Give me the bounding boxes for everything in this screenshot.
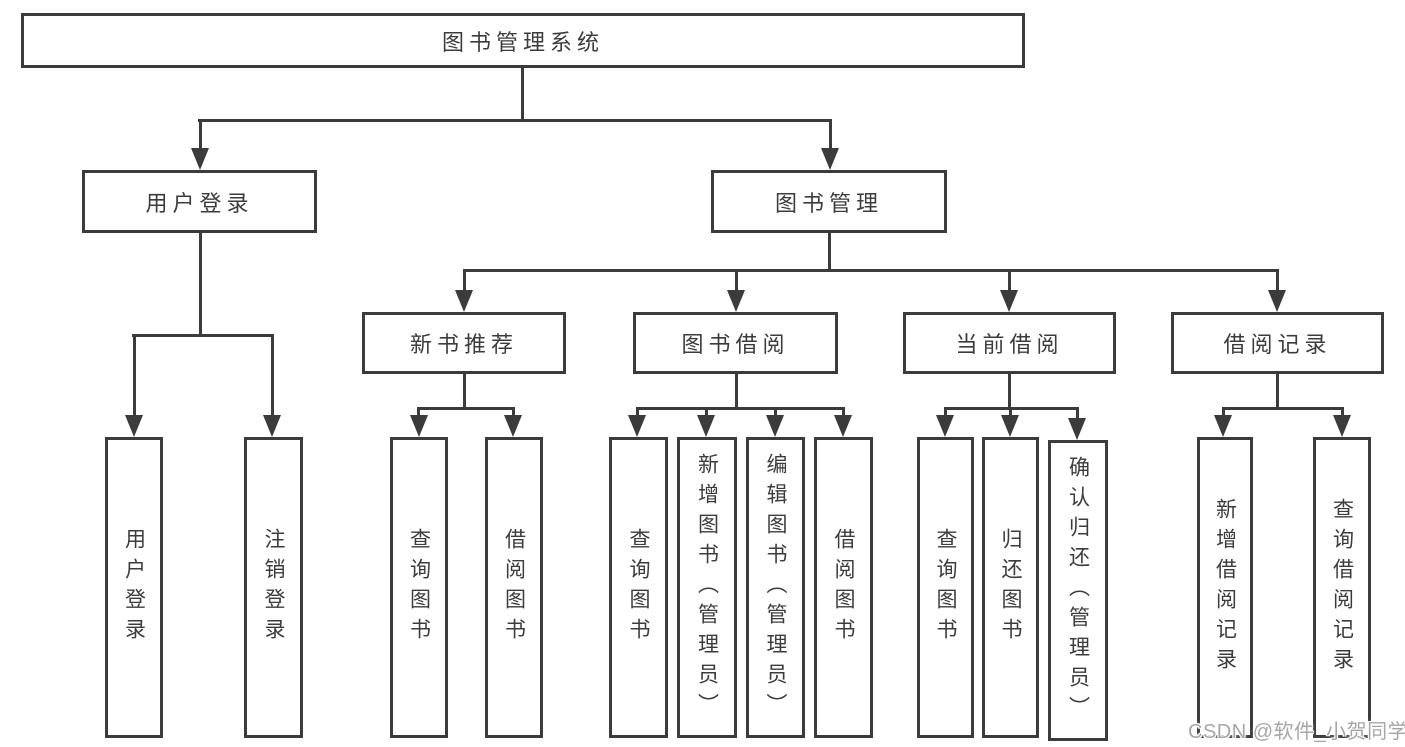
arrowhead-to-borrow-records-icon bbox=[1268, 290, 1286, 312]
connector-book-borrow-drop-2 bbox=[705, 407, 708, 418]
leaf-nb-query-books-label: 查询图书 bbox=[407, 527, 431, 648]
node-user-login-label: 用户登录 bbox=[145, 190, 254, 216]
arrowhead-br-leaf2-icon bbox=[1333, 415, 1351, 437]
leaf-nb-borrow-books: 借阅图书 bbox=[485, 437, 543, 738]
node-new-book-recommend-label: 新书推荐 bbox=[409, 332, 518, 357]
node-book-management: 图书管理 bbox=[711, 170, 947, 233]
node-book-borrow: 图书借阅 bbox=[633, 312, 838, 374]
node-current-borrow-label: 当前借阅 bbox=[955, 332, 1064, 357]
connector-new-book-horizontal bbox=[417, 407, 515, 410]
connector-book-borrow-stem bbox=[735, 374, 738, 409]
leaf-nb-borrow-books-label: 借阅图书 bbox=[502, 527, 526, 648]
leaf-br-add-record-label: 新增借阅记录 bbox=[1213, 497, 1237, 678]
arrowhead-to-leaf-logout-icon bbox=[263, 415, 281, 437]
connector-drop-book-borrow bbox=[735, 269, 738, 293]
connector-book-borrow-drop-1 bbox=[636, 407, 639, 418]
connector-current-borrow-drop-2 bbox=[1009, 407, 1012, 418]
connector-current-borrow-drop-1 bbox=[944, 407, 947, 418]
connector-drop-leaf-user-login bbox=[133, 334, 136, 418]
connector-user-login-horizontal bbox=[132, 334, 273, 337]
arrowhead-to-leaf-user-login-icon bbox=[125, 415, 143, 437]
node-root: 图书管理系统 bbox=[21, 13, 1025, 68]
leaf-nb-query-books: 查询图书 bbox=[390, 437, 448, 738]
arrowhead-bb-leaf1-icon bbox=[628, 415, 646, 437]
node-root-label: 图书管理系统 bbox=[441, 29, 604, 55]
arrowhead-to-user-login-icon bbox=[191, 148, 209, 170]
node-book-borrow-label: 图书借阅 bbox=[681, 332, 790, 357]
node-current-borrow: 当前借阅 bbox=[903, 312, 1116, 374]
leaf-cb-query-books: 查询图书 bbox=[917, 437, 974, 738]
leaf-cb-confirm-return-admin-label: 确认归还（管理员） bbox=[1066, 455, 1090, 726]
arrowhead-cb-leaf1-icon bbox=[936, 415, 954, 437]
leaf-bb-query-books: 查询图书 bbox=[609, 437, 668, 738]
leaf-bb-query-books-label: 查询图书 bbox=[627, 527, 651, 648]
connector-book-borrow-drop-4 bbox=[842, 407, 845, 418]
leaf-bb-borrow-books-label: 借阅图书 bbox=[832, 527, 856, 648]
leaf-bb-edit-books-admin-label: 编辑图书（管理员） bbox=[764, 452, 788, 723]
connector-current-borrow-stem bbox=[1008, 374, 1011, 409]
connector-drop-user-login bbox=[199, 119, 202, 151]
connector-new-book-stem bbox=[463, 374, 466, 409]
leaf-cb-return-books-label: 归还图书 bbox=[999, 527, 1023, 648]
connector-drop-current-borrow bbox=[1008, 269, 1011, 293]
connector-borrow-records-drop-1 bbox=[1222, 407, 1225, 418]
leaf-bb-add-books-admin: 新增图书（管理员） bbox=[677, 437, 737, 738]
connector-book-mgmt-stem bbox=[828, 233, 831, 272]
connector-level2-horizontal bbox=[463, 269, 1279, 272]
arrowhead-to-book-management-icon bbox=[821, 148, 839, 170]
connector-book-borrow-horizontal bbox=[636, 407, 844, 410]
arrowhead-nb-leaf2-icon bbox=[504, 415, 522, 437]
arrowhead-nb-leaf1-icon bbox=[410, 415, 428, 437]
connector-borrow-records-drop-2 bbox=[1341, 407, 1344, 418]
leaf-br-query-record-label: 查询借阅记录 bbox=[1330, 497, 1354, 678]
leaf-cb-confirm-return-admin: 确认归还（管理员） bbox=[1048, 440, 1108, 741]
arrowhead-br-leaf1-icon bbox=[1214, 415, 1232, 437]
node-new-book-recommend: 新书推荐 bbox=[362, 312, 566, 374]
node-book-management-label: 图书管理 bbox=[774, 190, 883, 216]
leaf-br-query-record: 查询借阅记录 bbox=[1313, 437, 1371, 738]
connector-new-book-drop-2 bbox=[512, 407, 515, 418]
arrowhead-cb-leaf3-icon bbox=[1068, 418, 1086, 440]
csdn-watermark: CSDN @软件_小贺同学 bbox=[1188, 721, 1405, 743]
leaf-cb-query-books-label: 查询图书 bbox=[934, 527, 958, 648]
node-borrow-records-label: 借阅记录 bbox=[1223, 332, 1332, 357]
connector-borrow-records-stem bbox=[1276, 374, 1279, 409]
leaf-logout-label: 注销登录 bbox=[262, 527, 286, 648]
arrowhead-bb-leaf2-icon bbox=[697, 415, 715, 437]
leaf-br-add-record: 新增借阅记录 bbox=[1197, 437, 1253, 738]
arrowhead-to-current-borrow-icon bbox=[1000, 290, 1018, 312]
connector-book-borrow-drop-3 bbox=[774, 407, 777, 418]
arrowhead-bb-leaf4-icon bbox=[834, 415, 852, 437]
leaf-bb-edit-books-admin: 编辑图书（管理员） bbox=[746, 437, 805, 738]
arrowhead-to-book-borrow-icon bbox=[727, 290, 745, 312]
arrowhead-to-new-book-icon bbox=[455, 290, 473, 312]
connector-level1-horizontal bbox=[198, 119, 832, 122]
connector-root-stem bbox=[521, 68, 524, 121]
connector-drop-new-book bbox=[463, 269, 466, 293]
connector-new-book-drop-1 bbox=[417, 407, 420, 418]
leaf-bb-borrow-books: 借阅图书 bbox=[814, 437, 873, 738]
leaf-logout: 注销登录 bbox=[244, 437, 303, 738]
connector-drop-leaf-logout bbox=[271, 334, 274, 418]
connector-drop-book-management bbox=[829, 119, 832, 151]
leaf-cb-return-books: 归还图书 bbox=[982, 437, 1039, 738]
connector-user-login-stem bbox=[199, 233, 202, 336]
arrowhead-cb-leaf2-icon bbox=[1001, 415, 1019, 437]
node-borrow-records: 借阅记录 bbox=[1171, 312, 1384, 374]
connector-current-borrow-drop-3 bbox=[1076, 407, 1079, 421]
leaf-user-login: 用户登录 bbox=[105, 437, 163, 738]
arrowhead-bb-leaf3-icon bbox=[766, 415, 784, 437]
connector-borrow-records-horizontal bbox=[1222, 407, 1344, 410]
connector-drop-borrow-records bbox=[1276, 269, 1279, 293]
node-user-login: 用户登录 bbox=[82, 170, 317, 233]
leaf-user-login-label: 用户登录 bbox=[122, 527, 146, 648]
leaf-bb-add-books-admin-label: 新增图书（管理员） bbox=[695, 452, 719, 723]
